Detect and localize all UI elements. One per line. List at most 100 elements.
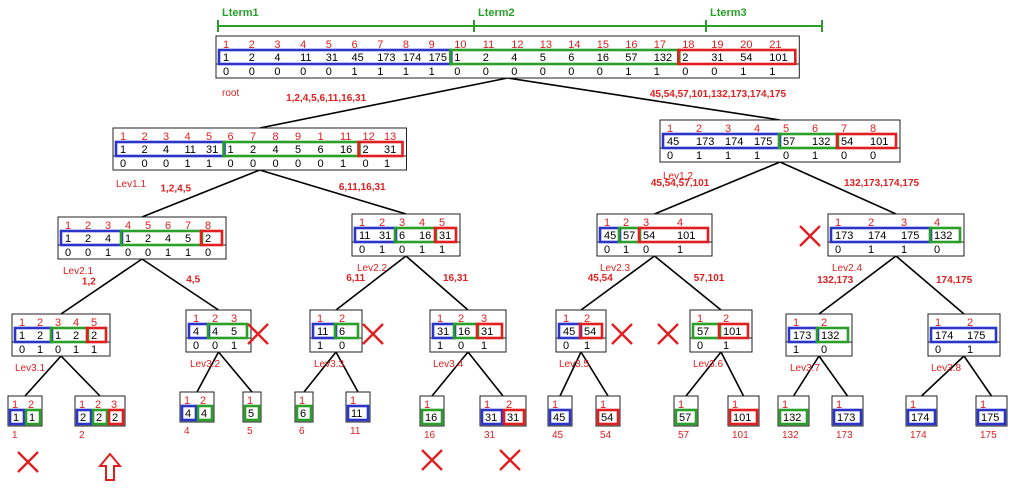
edge-label: 45,54,57,101 bbox=[651, 178, 710, 189]
leaf-name: 6 bbox=[299, 426, 305, 437]
bit-label: 0 bbox=[55, 344, 61, 356]
cross-stroke bbox=[657, 323, 679, 345]
value-label: 2 bbox=[80, 412, 86, 424]
index-label: 2 bbox=[37, 317, 43, 329]
bit-label: 1 bbox=[725, 150, 731, 162]
bit-label: 1 bbox=[419, 244, 425, 256]
group-box-green bbox=[928, 226, 962, 244]
bit-label: 0 bbox=[458, 340, 464, 352]
value-label: 4 bbox=[212, 326, 218, 338]
edge-line bbox=[141, 258, 219, 311]
leaf-name: 16 bbox=[424, 430, 436, 441]
bit-label: 0 bbox=[399, 244, 405, 256]
value-label: 1 bbox=[125, 233, 131, 245]
group-box-red bbox=[676, 48, 797, 66]
index-label: 1 bbox=[120, 131, 126, 143]
value-label: 175 bbox=[981, 412, 999, 424]
edge-line bbox=[779, 161, 897, 215]
bit-label: 0 bbox=[697, 340, 703, 352]
bit-label: 0 bbox=[205, 247, 211, 259]
bit-label: 0 bbox=[142, 158, 148, 170]
edge: 16,31 bbox=[405, 255, 469, 311]
leaf-name: 1 bbox=[12, 430, 18, 441]
value-label: 1 bbox=[223, 52, 229, 64]
index-label: 2 bbox=[868, 217, 874, 229]
bit-label: 0 bbox=[682, 66, 688, 78]
bit-label: 0 bbox=[540, 66, 546, 78]
leaf-box-blue bbox=[180, 404, 198, 422]
leaf-6: 166 bbox=[294, 391, 314, 437]
bit-label: 0 bbox=[363, 158, 369, 170]
index-label: 1 bbox=[484, 399, 490, 411]
bit-label: 1 bbox=[37, 344, 43, 356]
group-box-red bbox=[475, 322, 504, 340]
leaf-name: 31 bbox=[484, 430, 496, 441]
bit-label: 0 bbox=[511, 66, 517, 78]
value-label: 1 bbox=[120, 144, 126, 156]
edge bbox=[580, 351, 609, 397]
value-label: 6 bbox=[300, 408, 306, 420]
value-label: 4 bbox=[163, 144, 169, 156]
bit-label: 1 bbox=[793, 344, 799, 356]
value-label: 2 bbox=[205, 233, 211, 245]
index-label: 6 bbox=[165, 220, 171, 232]
value-label: 132 bbox=[934, 230, 952, 242]
value-label: 16 bbox=[419, 230, 431, 242]
node-name: Lev3.7 bbox=[790, 363, 820, 374]
node-name: Lev3.4 bbox=[433, 359, 463, 370]
cross-stroke bbox=[17, 451, 39, 473]
value-label: 132 bbox=[783, 412, 801, 424]
node-name: Lev2.2 bbox=[357, 263, 387, 274]
bit-label: 1 bbox=[317, 340, 323, 352]
index-label: 1 bbox=[836, 399, 842, 411]
edge bbox=[196, 351, 220, 393]
group-box-red bbox=[637, 226, 710, 244]
value-label: 16 bbox=[340, 144, 352, 156]
value-label: 1 bbox=[228, 144, 234, 156]
leaf-box-blue bbox=[976, 408, 1007, 426]
bit-label: 0 bbox=[163, 158, 169, 170]
index-label: 4 bbox=[73, 317, 79, 329]
leaf-name: 4 bbox=[184, 426, 190, 437]
bit-label: 1 bbox=[437, 340, 443, 352]
edge-line bbox=[405, 255, 469, 311]
edge-line bbox=[654, 161, 781, 215]
bit-label: 1 bbox=[868, 244, 874, 256]
node-name: Lev2.4 bbox=[832, 263, 862, 274]
index-label: 4 bbox=[300, 39, 306, 51]
edge bbox=[792, 355, 820, 397]
bit-label: 0 bbox=[249, 66, 255, 78]
edge-label: 132,173 bbox=[817, 275, 854, 286]
bit-label: 1 bbox=[769, 66, 775, 78]
index-label: 1 bbox=[604, 217, 610, 229]
bit-label: 1 bbox=[403, 66, 409, 78]
index-label: 1 bbox=[910, 399, 916, 411]
leaf-box-red bbox=[596, 408, 620, 426]
bit-label: 0 bbox=[454, 66, 460, 78]
value-label: 31 bbox=[485, 412, 497, 424]
node-name: Lev3.2 bbox=[190, 359, 220, 370]
edge: 45,54,57,101 bbox=[651, 161, 781, 215]
value-label: 173 bbox=[793, 330, 811, 342]
index-label: 2 bbox=[458, 313, 464, 325]
value-label: 173 bbox=[835, 230, 853, 242]
value-label: 31 bbox=[711, 52, 723, 64]
index-label: 11 bbox=[483, 39, 494, 51]
bit-label: 0 bbox=[273, 158, 279, 170]
index-label: 2 bbox=[696, 123, 702, 135]
bit-label: 0 bbox=[65, 247, 71, 259]
value-label: 4 bbox=[273, 144, 279, 156]
index-label: 17 bbox=[654, 39, 666, 51]
index-label: 4 bbox=[934, 217, 940, 229]
value-label: 2 bbox=[37, 330, 43, 342]
node-name: root bbox=[222, 88, 239, 99]
edge bbox=[24, 355, 62, 397]
edge: 57,101 bbox=[653, 255, 725, 311]
term-label: Lterm3 bbox=[710, 7, 747, 19]
bit-label: 0 bbox=[870, 150, 876, 162]
node-frame bbox=[351, 213, 461, 257]
